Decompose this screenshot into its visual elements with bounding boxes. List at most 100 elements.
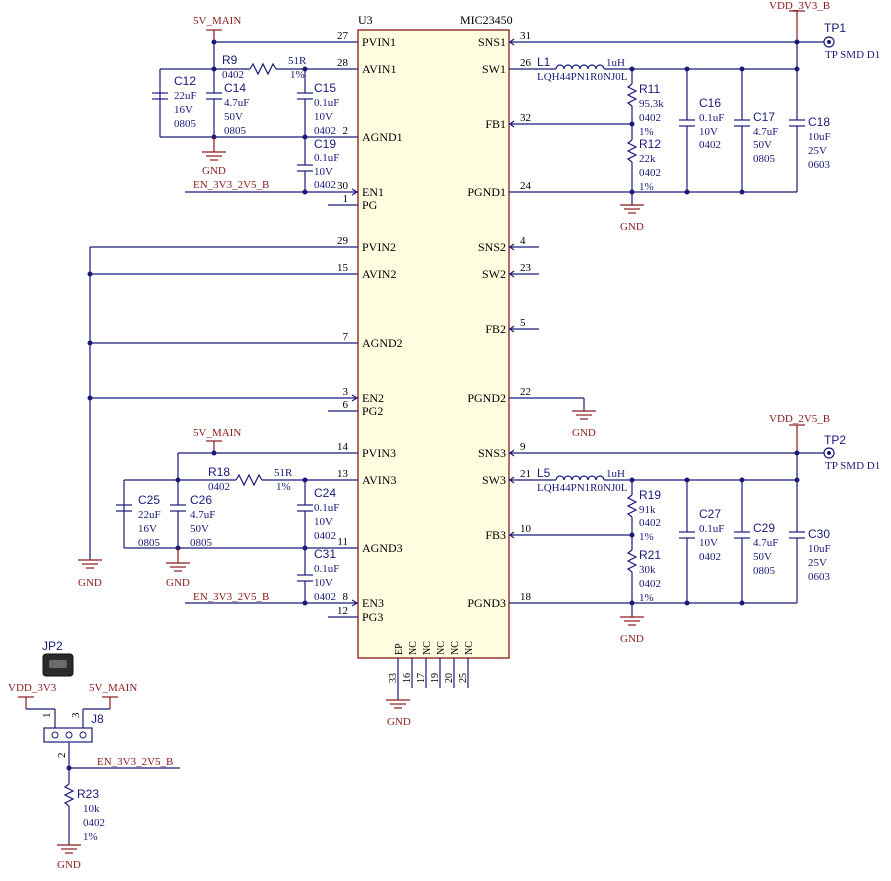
net-label-en-j8: EN_3V3_2V5_B [97,756,173,768]
r11-l2: 0402 [639,112,661,124]
r11-l1: 95.3k [639,98,664,110]
output-section-2: GND [539,397,596,439]
r11-resistor [626,83,638,107]
pin-name: SNS2 [478,240,506,254]
net-label-5v-main: 5V_MAIN [193,427,241,439]
c29-l3: 0805 [753,565,776,577]
pin-number: 16 [402,673,413,683]
r18-value: 51R [274,467,293,479]
pin-name: AVIN3 [362,473,396,487]
pin-name: PG [362,198,378,212]
pin-arrow-marks [351,38,515,607]
pin-name: EN1 [362,185,384,199]
c29-l2: 50V [753,551,772,563]
net-label-vdd-3v3: VDD_3V3 [8,682,57,694]
pin-name: SNS1 [478,35,506,49]
ic-body[interactable] [357,29,510,659]
net-label-5v-main-j8: 5V_MAIN [89,682,137,694]
r11-l3: 1% [639,126,654,138]
c27-l2: 10V [699,537,718,549]
c17-l3: 0805 [753,153,776,165]
r9-resistor [249,62,277,76]
pin-name: SNS3 [478,446,506,460]
right-pin-numbers: 31 26 32 24 4 23 5 22 9 21 10 18 [520,30,532,603]
c12-l2: 16V [174,104,193,116]
pin-name: NC [450,641,461,655]
pin-number: 30 [337,180,349,192]
pin-name: PGND3 [467,596,506,610]
l1-value: 1uH [606,57,625,69]
pin-name: FB2 [485,322,506,336]
ep-ground: GND [386,688,411,728]
gnd-label: GND [572,427,596,439]
r12-ref: R12 [639,137,661,151]
r19-resistor [626,494,638,518]
pin-number: 8 [343,591,349,603]
r9-pkg: 0402 [222,69,244,81]
l1-inductor [555,64,605,70]
c27-ref: C27 [699,507,721,521]
c18-ref: C18 [808,115,830,129]
pin-name: AVIN1 [362,62,396,76]
right-pin-names: SNS1 SW1 FB1 PGND1 SNS2 SW2 FB2 PGND2 SN… [467,35,506,610]
pin-number: 20 [444,673,455,683]
tp1-ref: TP1 [824,21,846,35]
pin-number: 13 [337,468,349,480]
r12-resistor [626,139,638,163]
r18-ref: R18 [208,465,230,479]
pin-name: AGND1 [362,130,403,144]
c29-ref: C29 [753,521,775,535]
pin-name: PG2 [362,404,383,418]
gnd-label: GND [78,577,102,589]
c14-l2: 50V [224,111,243,123]
pin-name: FB3 [485,528,506,542]
c31-l3: 0402 [314,591,336,603]
c17-ref: C17 [753,110,775,124]
r23-l1: 10k [83,803,100,815]
pin-name: SW3 [482,473,506,487]
r19-l1: 91k [639,504,656,516]
c14-l1: 4.7uF [224,97,249,109]
gnd-label: GND [387,716,411,728]
output-section-1: VDD_3V3_B TP1 TP SMD D1 L1 1uH LQH44PN1R… [537,0,880,233]
pin-name: NC [422,641,433,655]
l5-ref: L5 [537,466,551,480]
c17-l1: 4.7uF [753,126,778,138]
c16-l3: 0402 [699,139,721,151]
pin-name: NC [436,641,447,655]
c25-l1: 22uF [138,509,161,521]
r19-l3: 1% [639,531,654,543]
c26-l1: 4.7uF [190,509,215,521]
j8-pin-2: 2 [56,753,68,759]
pin-name: PVIN2 [362,240,396,254]
c25-l3: 0805 [138,537,161,549]
pin-number: 3 [343,386,349,398]
c12-l3: 0805 [174,118,197,130]
c14-ref: C14 [224,81,246,95]
r23-ref: R23 [77,787,99,801]
jumper-cap-icon [42,653,74,677]
c19-l3: 0402 [314,179,336,191]
input-section-2: GND [78,246,328,589]
c26-l3: 0805 [190,537,213,549]
c16-l1: 0.1uF [699,112,724,124]
bottom-pin-numbers: 33 16 17 19 20 25 [388,673,469,683]
l5-value: 1uH [606,468,625,480]
j8-header[interactable] [43,727,93,743]
c12-l1: 22uF [174,90,197,102]
output-section-3: VDD_2V5_B TP2 TP SMD D1 L5 1uH LQH44PN1R… [537,413,880,645]
r9-tol: 1% [290,69,305,81]
r12-l3: 1% [639,181,654,193]
left-pin-lines [328,41,358,618]
c24-l3: 0402 [314,530,336,542]
c30-l1: 10uF [808,543,831,555]
r11-ref: R11 [639,82,660,96]
net-label-vdd-3v3-b: VDD_3V3_B [769,0,830,12]
c17-l2: 50V [753,139,772,151]
c27-l1: 0.1uF [699,523,724,535]
c26-ref: C26 [190,493,212,507]
pin-number: 24 [520,180,532,192]
pin-name: EN2 [362,391,384,405]
c18-l2: 25V [808,145,827,157]
net-label-5v-main: 5V_MAIN [193,15,241,27]
